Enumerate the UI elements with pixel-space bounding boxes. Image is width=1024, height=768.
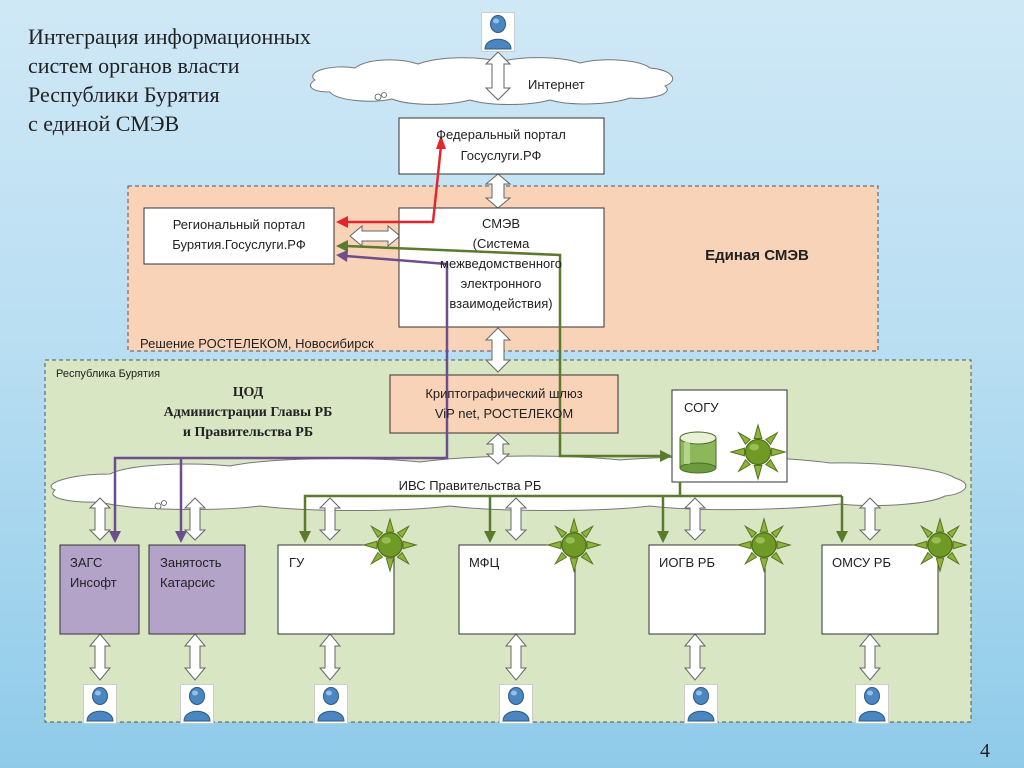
arrow-user-internet [484, 51, 512, 101]
arrow-zanyatost-user [183, 633, 207, 681]
arrow-ivs-zags [88, 497, 112, 541]
gear-sun-icon [547, 518, 601, 572]
page-number: 4 [980, 740, 990, 762]
red-arrowhead-left [336, 216, 348, 228]
red-arrowhead-up [436, 135, 446, 149]
smev-line-4: электронного [461, 276, 542, 291]
crypto-box [389, 374, 619, 434]
title-line-2: систем органов власти [28, 53, 240, 78]
arrow-ivs-mfc [504, 497, 528, 541]
zanyatost-box [148, 544, 246, 635]
iogv-box [648, 544, 766, 635]
regional-portal-line2: Бурятия.Госуслуги.РФ [172, 237, 306, 252]
user-icon [83, 684, 117, 724]
arrow-ivs-iogv [683, 497, 707, 541]
red-link-line [346, 145, 443, 224]
arrow-smev-crypto [484, 327, 512, 373]
arrow-gu-user [318, 633, 342, 681]
purple-arrowhead-regional [336, 250, 348, 262]
federal-portal-line1: Федеральный портал [436, 127, 566, 142]
smev-zone-label: Единая СМЭВ [705, 247, 809, 264]
green-arrowhead-gu [299, 531, 311, 543]
smev-box [398, 207, 605, 328]
green-arrowhead-iogv [657, 531, 669, 543]
crypto-line1: Криптографический шлюз [425, 386, 582, 401]
smev-line-3: межведомственного [440, 256, 562, 271]
green-arrowhead-sogu [660, 450, 672, 462]
database-icon [679, 431, 717, 474]
arrow-mfc-user [504, 633, 528, 681]
arrow-crypto-ivs [485, 433, 511, 465]
cod-line-2: Администрации Главы РБ [164, 405, 333, 420]
cod-line-3: и Правительства РБ [183, 425, 313, 440]
gear-sun-icon [363, 518, 417, 572]
user-icon [855, 684, 889, 724]
arrow-ivs-omsu [858, 497, 882, 541]
federal-portal-box [398, 117, 605, 175]
green-link-bus [303, 482, 682, 533]
internet-label: Интернет [528, 77, 585, 92]
green-link-sogu [345, 244, 662, 458]
arrow-zags-user [88, 633, 112, 681]
user-icon [684, 684, 718, 724]
user-icon [180, 684, 214, 724]
mfc-label: МФЦ [469, 555, 500, 570]
purple-link-line [113, 254, 449, 533]
green-arrowhead-omsu [836, 531, 848, 543]
smev-line-5: взаимодействия) [449, 296, 552, 311]
page-title: Интеграция информационных систем органов… [28, 22, 408, 138]
gear-sun-icon [730, 424, 786, 480]
user-icon [499, 684, 533, 724]
purple-arrowhead-zags [109, 531, 121, 543]
title-line-4: с единой СМЭВ [28, 111, 180, 136]
arrow-ivs-zanyatost [183, 497, 207, 541]
federal-portal-line2: Госуслуги.РФ [461, 148, 542, 163]
cod-line-1: ЦОД [233, 385, 264, 400]
regional-portal-box [143, 207, 335, 265]
zanyatost-line2: Катарсис [160, 575, 216, 590]
gear-sun-icon [737, 518, 791, 572]
arrow-iogv-user [683, 633, 707, 681]
green-arrowhead-regional [336, 240, 348, 252]
arrow-omsu-user [858, 633, 882, 681]
zanyatost-line1: Занятость [160, 555, 222, 570]
smev-line-1: СМЭВ [482, 216, 520, 231]
purple-arrowhead-zanyatost [175, 531, 187, 543]
mfc-box [458, 544, 576, 635]
zags-line2: Инсофт [70, 575, 117, 590]
iogv-label: ИОГВ РБ [659, 555, 715, 570]
buryatia-zone-label: Республика Бурятия [56, 368, 160, 380]
ivs-label: ИВС Правительства РБ [399, 478, 542, 493]
gu-label: ГУ [289, 555, 305, 570]
arrow-ivs-gu [318, 497, 342, 541]
connectors [88, 51, 882, 681]
crypto-line2: ViP net, РОСТЕЛЕКОМ [435, 406, 573, 421]
title-line-1: Интеграция информационных [28, 24, 311, 49]
smev-line-2: (Система [473, 236, 530, 251]
zags-line1: ЗАГС [70, 555, 102, 570]
title-line-3: Республики Бурятия [28, 82, 220, 107]
green-arrowhead-mfc [484, 531, 496, 543]
sogu-label: СОГУ [684, 400, 719, 415]
user-icon [314, 684, 348, 724]
zags-box [59, 544, 140, 635]
user-icon [481, 12, 515, 52]
omsu-box [821, 544, 939, 635]
smev-zone-solution: Решение РОСТЕЛЕКОМ, Новосибирск [140, 336, 374, 351]
omsu-label: ОМСУ РБ [832, 555, 891, 570]
gear-sun-icon [913, 518, 967, 572]
regional-portal-line1: Региональный портал [173, 217, 306, 232]
